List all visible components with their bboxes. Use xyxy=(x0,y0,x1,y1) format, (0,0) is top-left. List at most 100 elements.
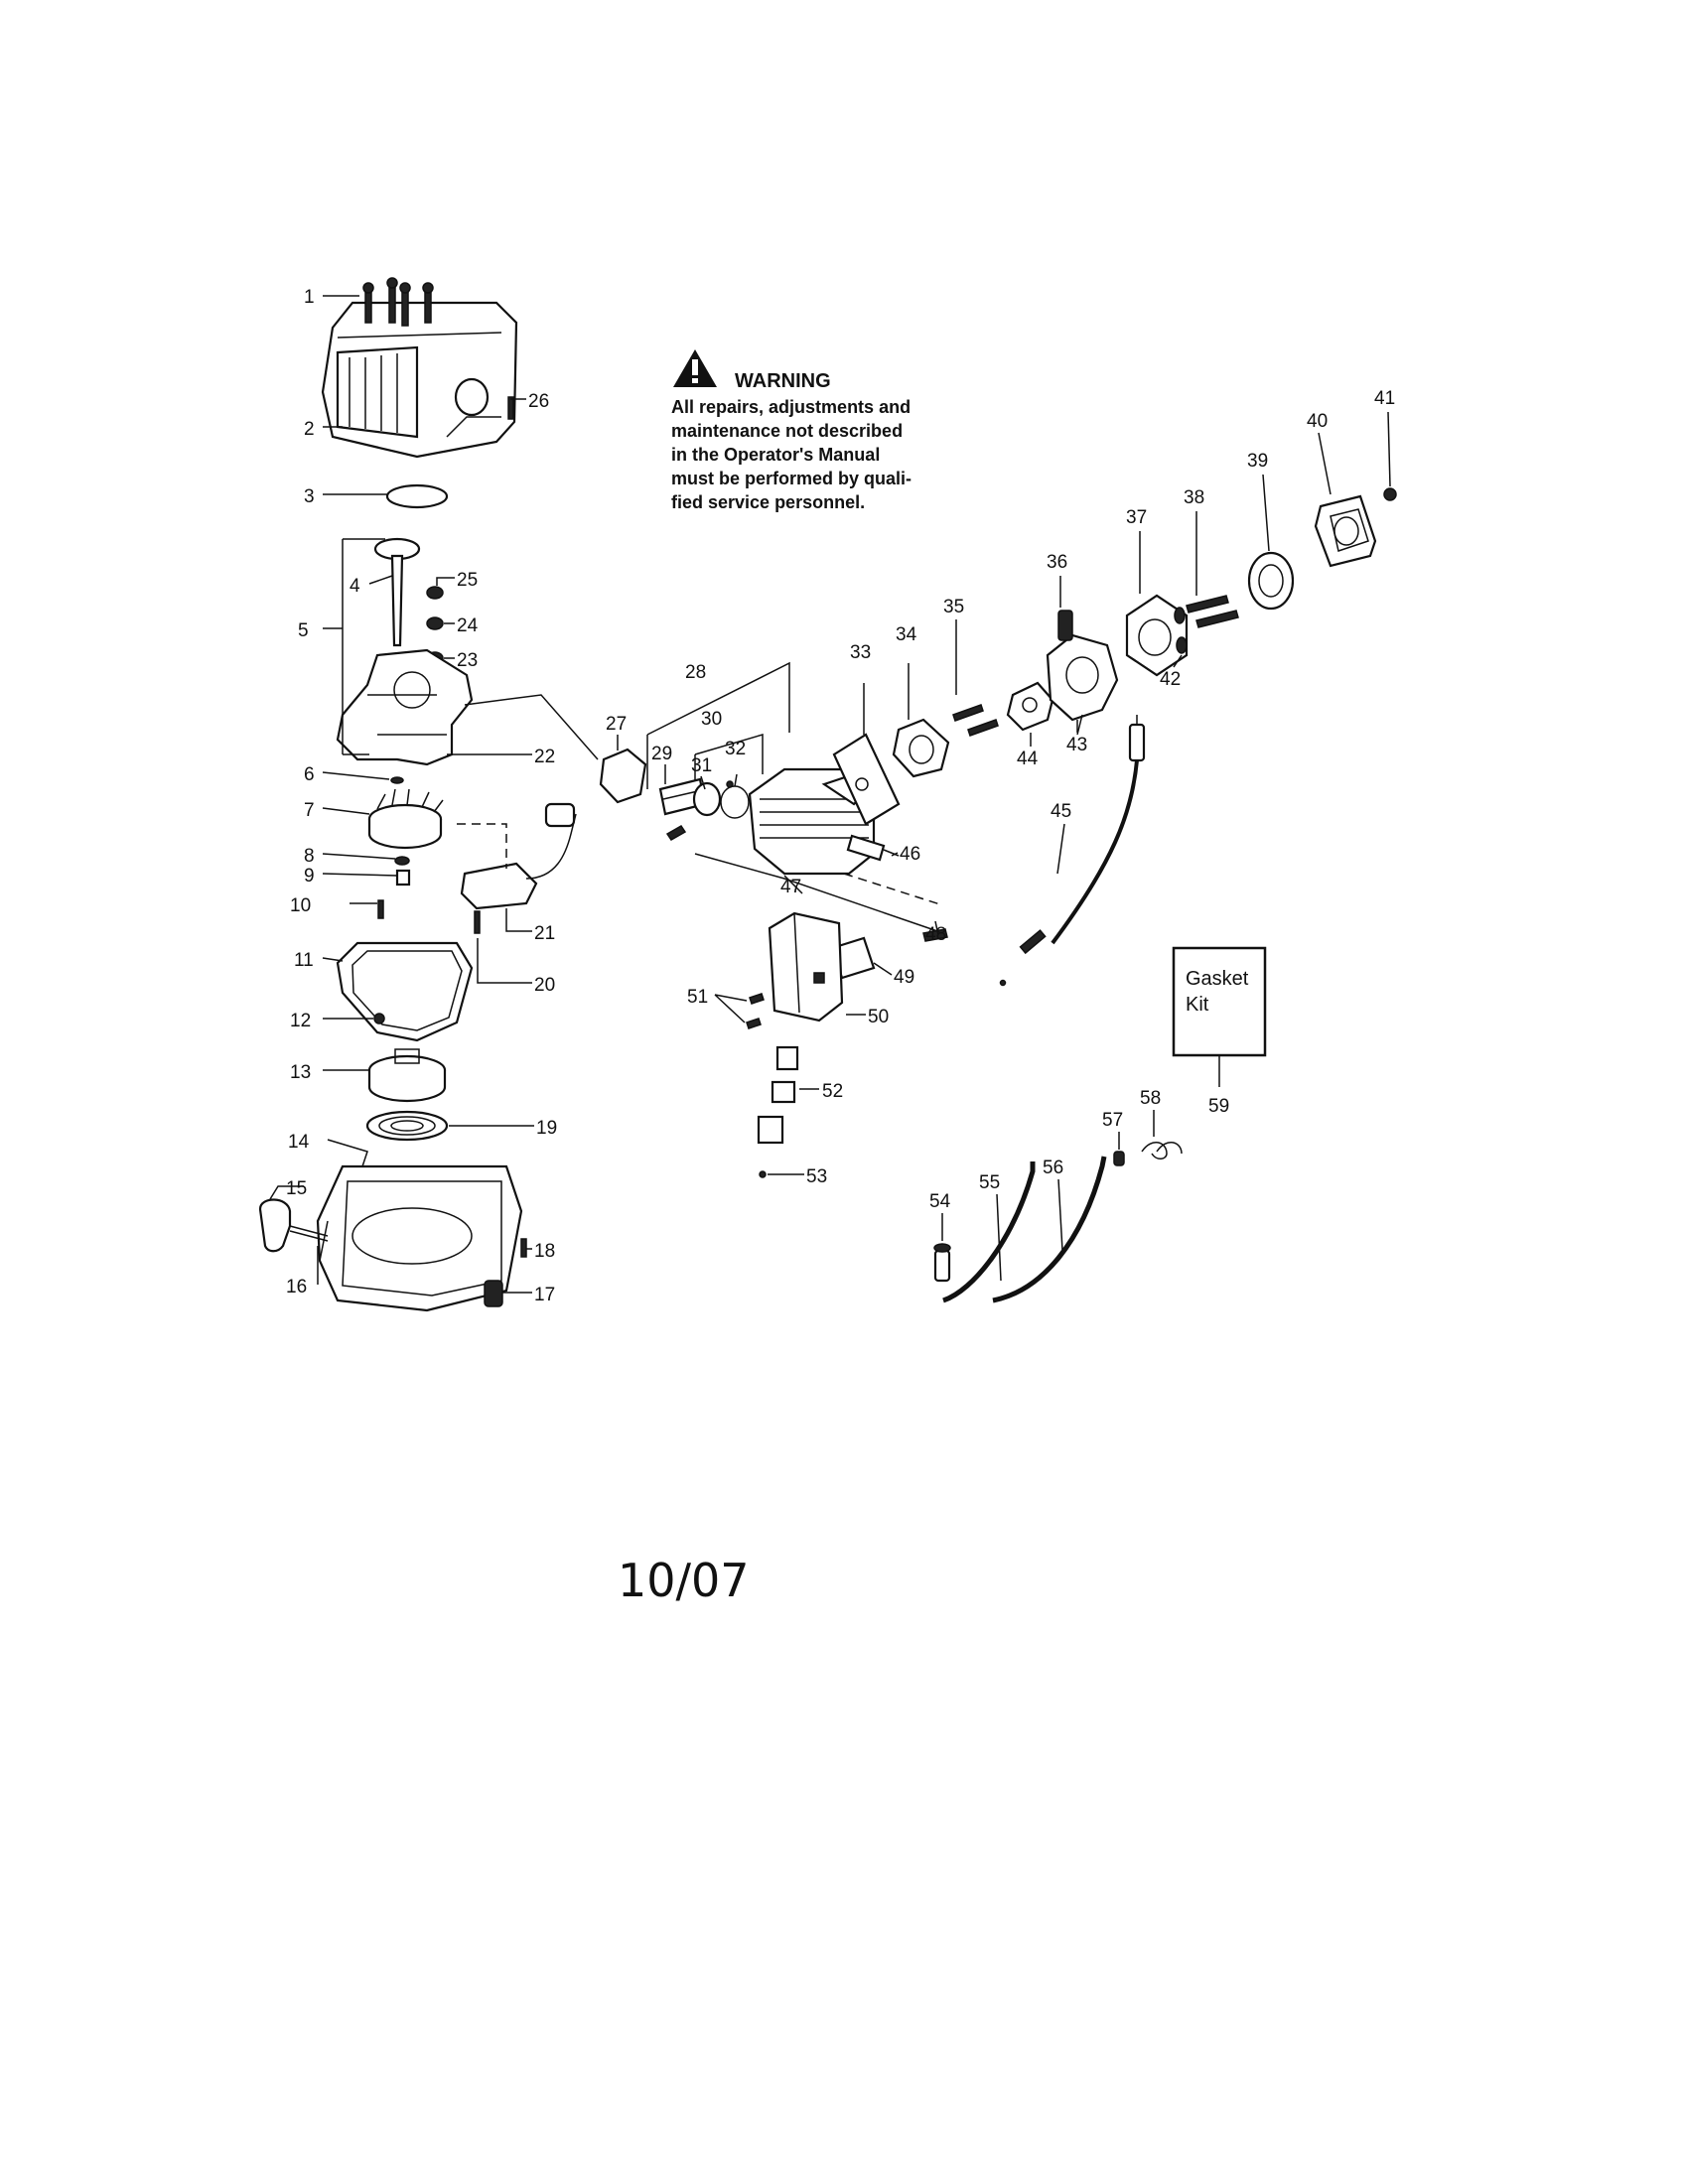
callout-55: 55 xyxy=(979,1172,1000,1193)
air-box xyxy=(1125,594,1189,677)
callout-4: 4 xyxy=(350,576,360,597)
bolts-38 xyxy=(1174,595,1239,654)
callout-25: 25 xyxy=(457,570,478,591)
screw-41 xyxy=(1383,487,1397,501)
callout-47: 47 xyxy=(780,877,801,897)
crankshaft xyxy=(373,537,421,647)
callout-14: 14 xyxy=(288,1132,310,1153)
air-filter xyxy=(1247,551,1295,611)
warning-line-3: in the Operator's Manual xyxy=(671,445,880,465)
callout-50: 50 xyxy=(868,1007,889,1027)
starter-housing xyxy=(316,1164,523,1312)
key xyxy=(390,776,404,784)
callout-20: 20 xyxy=(534,975,555,996)
gasket-27 xyxy=(599,748,647,804)
callout-8: 8 xyxy=(304,846,315,867)
callout-48: 48 xyxy=(925,924,946,945)
callout-5: 5 xyxy=(298,620,309,641)
callout-2: 2 xyxy=(304,419,315,440)
callout-34: 34 xyxy=(896,624,917,645)
nut xyxy=(395,869,411,887)
engine-cover xyxy=(321,301,518,459)
callout-10: 10 xyxy=(290,895,311,916)
clip-58 xyxy=(1141,1142,1183,1160)
recoil-spring xyxy=(365,1110,449,1142)
spark-arrestor xyxy=(757,1045,799,1145)
callout-41: 41 xyxy=(1374,388,1395,409)
callout-29: 29 xyxy=(651,744,672,764)
nut-17 xyxy=(484,1280,503,1307)
piston-ring xyxy=(720,785,750,819)
fuel-line-55 xyxy=(942,1161,1036,1303)
warning-triangle-icon xyxy=(673,349,717,387)
callout-56: 56 xyxy=(1043,1158,1063,1178)
gasket-kit-line-1: Gasket xyxy=(1186,968,1249,990)
callout-3: 3 xyxy=(304,486,315,507)
callout-22: 22 xyxy=(534,747,555,767)
screws-35 xyxy=(952,704,999,737)
cover-screws xyxy=(362,277,514,420)
gasket-kit-number: 59 xyxy=(1208,1096,1229,1117)
warning-line-5: fied service personnel. xyxy=(671,492,865,512)
callout-24: 24 xyxy=(457,615,479,636)
callout-6: 6 xyxy=(304,764,315,785)
callout-42: 42 xyxy=(1160,669,1181,690)
callout-26: 26 xyxy=(528,391,549,412)
callout-31: 31 xyxy=(691,755,712,776)
callout-16: 16 xyxy=(286,1277,307,1297)
screw-53 xyxy=(759,1170,767,1178)
callout-30: 30 xyxy=(701,709,722,730)
callout-53: 53 xyxy=(806,1166,827,1187)
callout-54: 54 xyxy=(929,1191,951,1212)
spark-plug xyxy=(846,834,900,862)
callout-40: 40 xyxy=(1307,411,1328,432)
screw-10 xyxy=(377,899,384,919)
flywheel xyxy=(367,788,444,850)
callout-7: 7 xyxy=(304,800,315,821)
callout-44: 44 xyxy=(1017,749,1039,769)
warning-line-2: maintenance not described xyxy=(671,421,903,441)
fuel-line-56 xyxy=(992,1156,1107,1303)
washer xyxy=(394,856,410,866)
callout-45: 45 xyxy=(1051,801,1071,822)
muffler xyxy=(768,911,844,1023)
callout-19: 19 xyxy=(536,1118,557,1139)
callout-37: 37 xyxy=(1126,507,1147,528)
leader-lines xyxy=(269,295,1391,1294)
revision-date: 10/07 xyxy=(618,1554,750,1607)
callout-21: 21 xyxy=(534,923,555,944)
callout-38: 38 xyxy=(1184,487,1204,508)
callout-36: 36 xyxy=(1047,552,1067,573)
callout-51: 51 xyxy=(687,987,708,1008)
callout-28: 28 xyxy=(685,662,706,683)
throttle-cable xyxy=(999,715,1146,987)
warning-line-4: must be performed by quali- xyxy=(671,469,912,488)
o-ring xyxy=(385,483,449,509)
callout-17: 17 xyxy=(534,1285,555,1305)
callout-11: 11 xyxy=(294,950,314,971)
callout-labels: 1 2 3 4 5 6 7 8 9 10 11 12 13 14 15 16 1… xyxy=(286,287,1395,1305)
callout-52: 52 xyxy=(822,1081,843,1102)
gasket-44 xyxy=(1006,681,1054,732)
callout-13: 13 xyxy=(290,1062,311,1083)
callout-57: 57 xyxy=(1102,1110,1123,1131)
callout-23: 23 xyxy=(457,650,478,671)
screw-18 xyxy=(520,1238,527,1258)
starter-handle xyxy=(258,1198,329,1253)
rotor-plate xyxy=(336,941,474,1042)
screws-51 xyxy=(746,993,765,1029)
callout-9: 9 xyxy=(304,866,315,887)
callout-12: 12 xyxy=(290,1011,311,1031)
fuel-filter xyxy=(933,1243,951,1283)
grommet-57 xyxy=(1113,1151,1125,1166)
callout-18: 18 xyxy=(534,1241,555,1262)
filter-cover xyxy=(1314,494,1377,568)
callout-1: 1 xyxy=(304,287,315,308)
callout-49: 49 xyxy=(894,967,914,988)
warning-title: WARNING xyxy=(735,370,831,392)
starter-pulley xyxy=(367,1048,447,1103)
callout-39: 39 xyxy=(1247,451,1268,472)
carb-adapter xyxy=(892,718,950,778)
callout-27: 27 xyxy=(606,714,627,735)
warning-notice: WARNING All repairs, adjustments and mai… xyxy=(671,349,912,512)
